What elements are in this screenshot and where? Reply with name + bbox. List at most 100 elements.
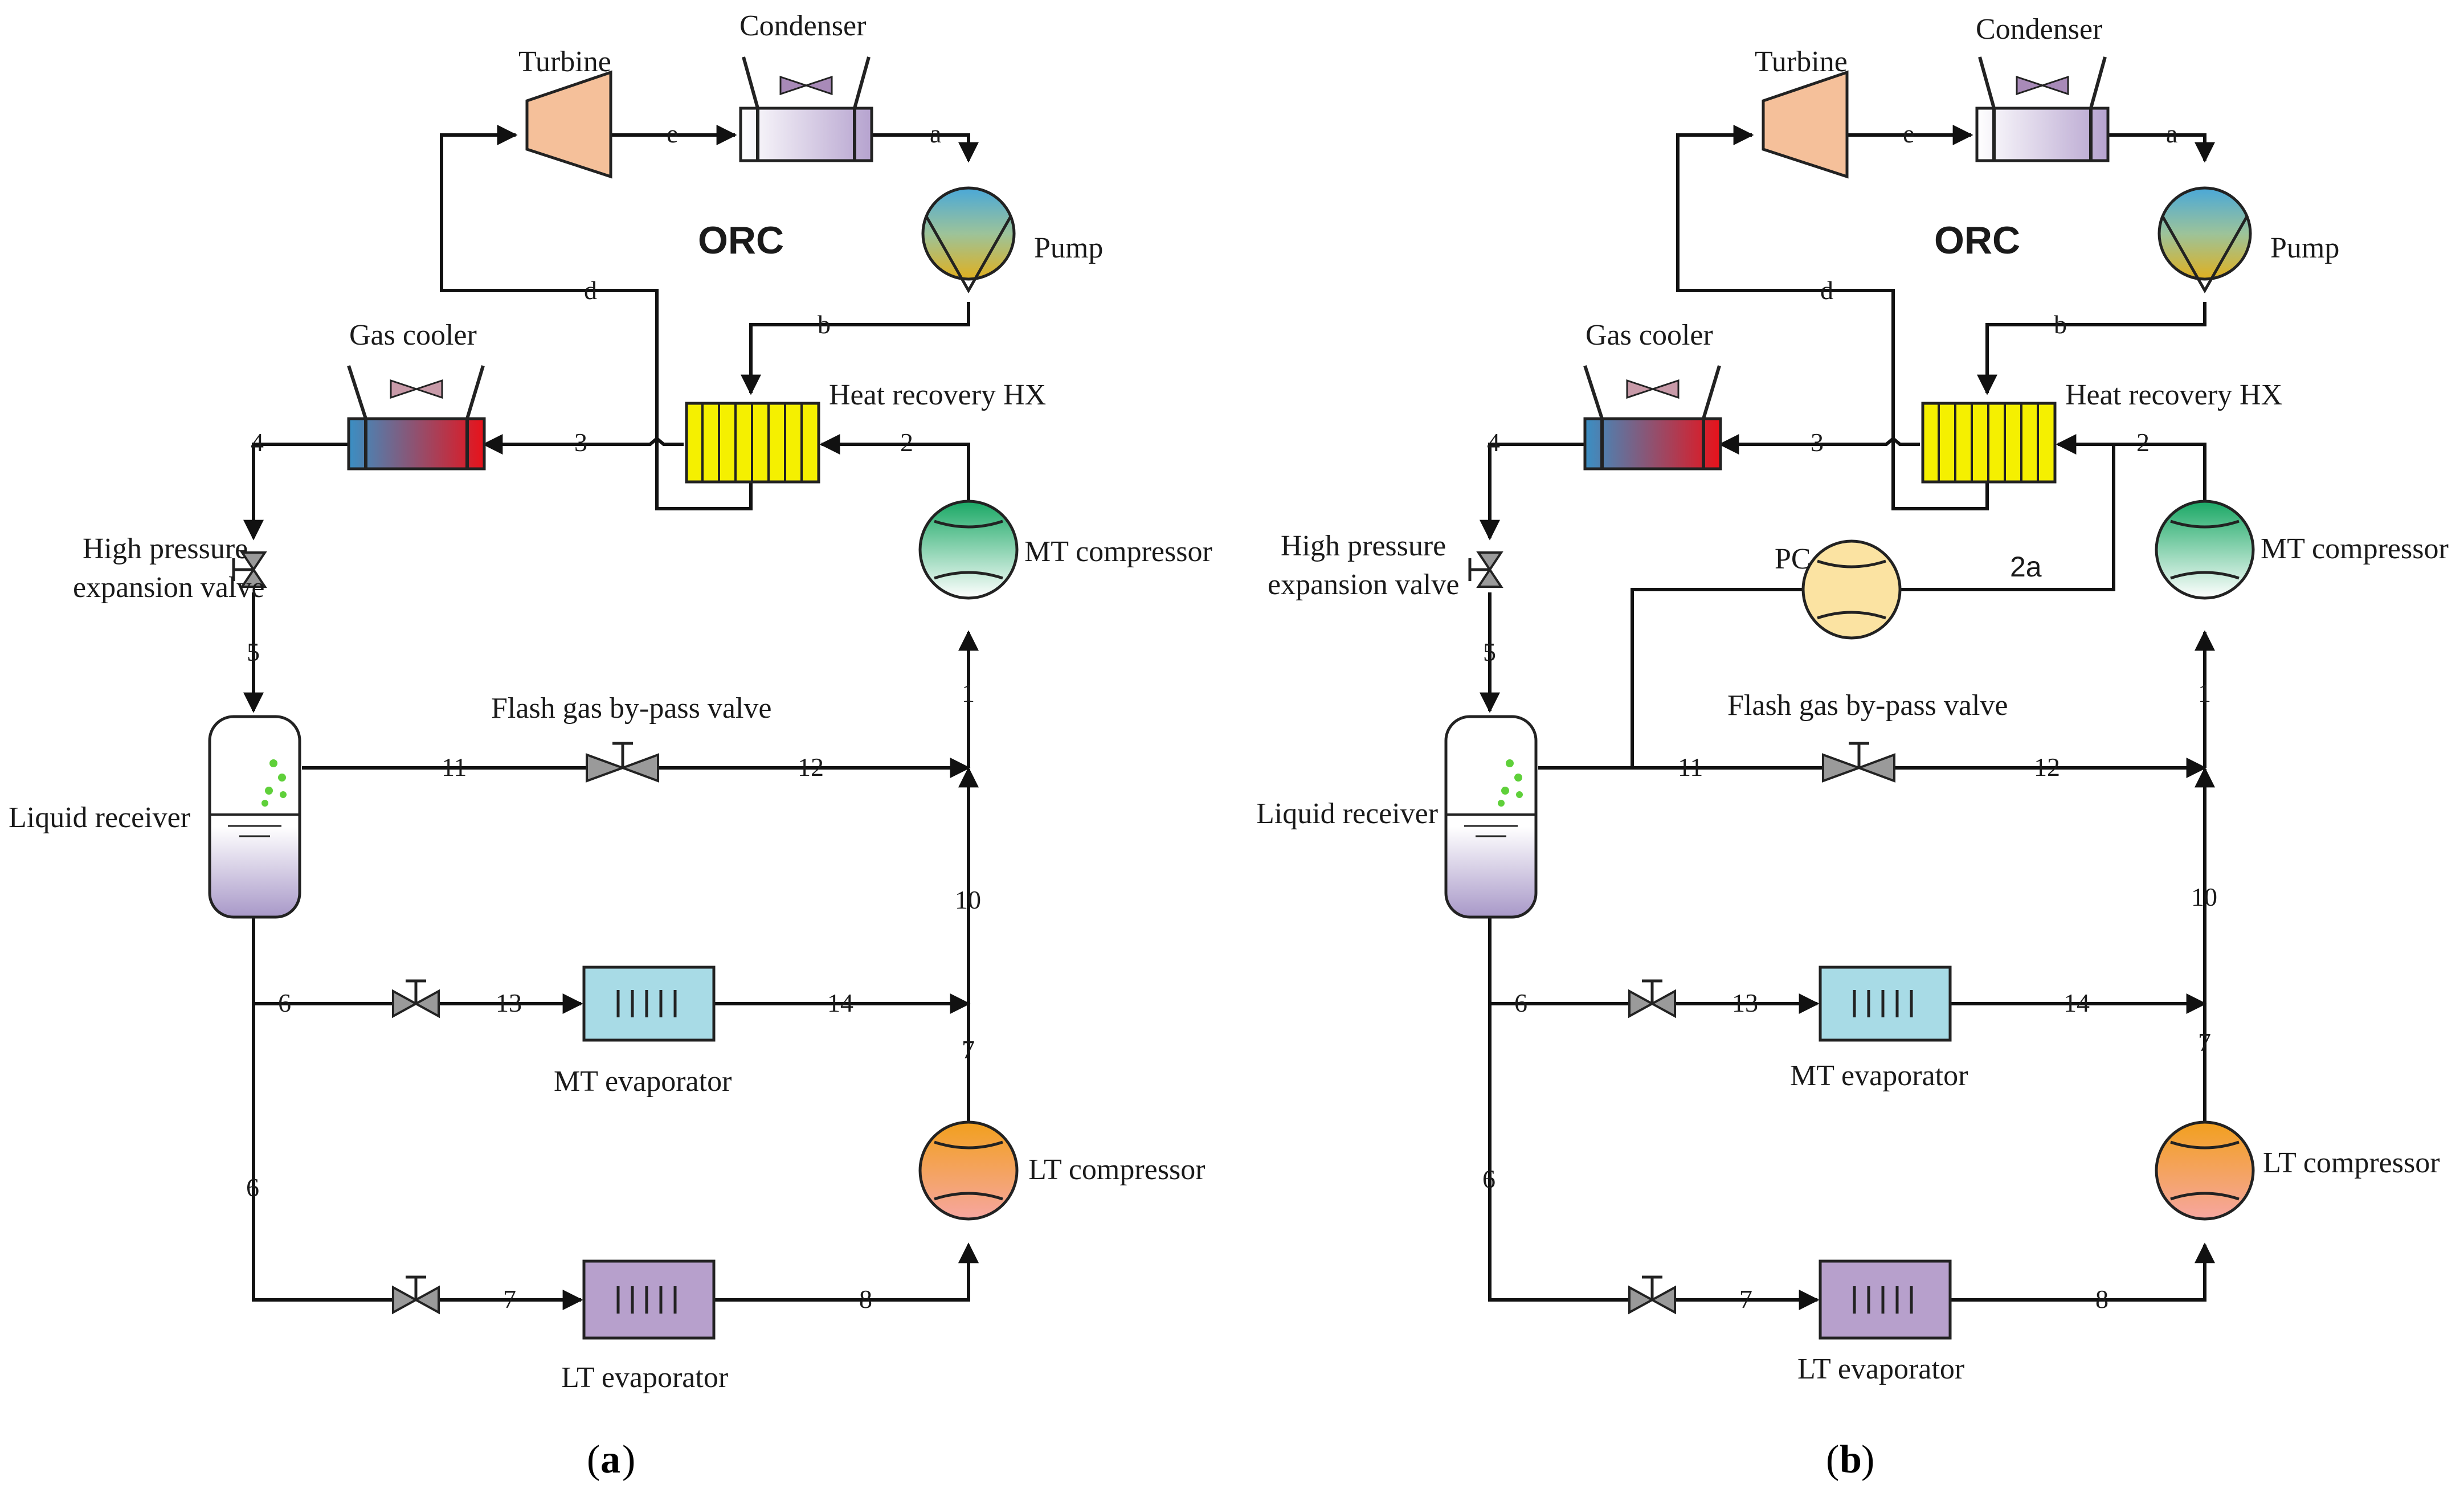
liquid-receiver <box>208 715 301 919</box>
mt-evaporator-label: MT evaporator <box>554 1065 732 1098</box>
state-e: e <box>1903 119 1914 148</box>
liquid-receiver <box>1444 715 1538 919</box>
state-e: e <box>667 119 678 148</box>
pipe-a <box>2108 133 2215 163</box>
valve-icon <box>1628 1275 1676 1315</box>
compressor-icon <box>1801 539 1902 640</box>
hp-valve-label-1: High pressure <box>1281 530 1446 562</box>
compressor-icon <box>918 500 1019 600</box>
condenser <box>1975 56 2110 162</box>
pipe-4 <box>243 443 349 541</box>
state-2: 2 <box>900 428 913 457</box>
pump-label: Pump <box>2270 232 2339 264</box>
valve-icon <box>1628 979 1676 1018</box>
valve-icon <box>586 742 659 783</box>
caption-letter-b: b <box>1840 1438 1862 1482</box>
panel-a: Turbine Condenser Pump ORC Gas cooler He… <box>9 10 1212 1482</box>
state-14: 14 <box>827 988 853 1017</box>
pipe-3 <box>1718 434 1920 455</box>
turbine-label: Turbine <box>1755 46 1848 78</box>
state-11: 11 <box>1678 752 1703 782</box>
state-14: 14 <box>2063 988 2090 1017</box>
heat-recovery-hx-label: Heat recovery HX <box>2065 379 2282 411</box>
gas-cooler <box>347 365 486 471</box>
lt-evaporator <box>582 1259 716 1340</box>
state-a: a <box>930 119 941 148</box>
gas-cooler-label: Gas cooler <box>1586 319 1713 351</box>
gas-cooler <box>1583 365 1722 471</box>
heat-exchanger-icon <box>1921 402 2057 484</box>
svg-text:): ) <box>1861 1438 1874 1482</box>
valve-icon <box>392 1275 440 1315</box>
state-7-lt: 7 <box>1739 1285 1752 1314</box>
state-d: d <box>584 276 597 305</box>
state-12: 12 <box>2034 752 2060 782</box>
mt-compressor-label: MT compressor <box>1024 535 1212 568</box>
state-2a: 2a <box>2010 551 2042 583</box>
state-1: 1 <box>2198 678 2211 707</box>
state-13: 13 <box>496 988 522 1017</box>
valve-icon <box>392 979 440 1018</box>
state-13: 13 <box>1732 988 1758 1017</box>
pipe-6-lt <box>252 917 393 1302</box>
hp-valve-label-1: High pressure <box>83 533 248 565</box>
fan-icon <box>779 75 833 96</box>
pump-icon <box>921 186 1016 294</box>
pipe-4 <box>1480 443 1585 541</box>
pipe-b <box>1977 302 2206 395</box>
orc-label: ORC <box>698 219 784 262</box>
pipe-a <box>872 133 979 163</box>
turbine-icon <box>525 70 612 179</box>
state-3: 3 <box>574 428 587 457</box>
state-2: 2 <box>2136 428 2150 457</box>
state-8: 8 <box>2095 1285 2109 1314</box>
pump-label: Pump <box>1034 232 1103 264</box>
caption-b: ( b ) <box>1826 1438 1874 1482</box>
state-7-riser: 7 <box>2198 1028 2211 1057</box>
pc-label: PC <box>1775 543 1811 575</box>
pipe-pc-in <box>1631 588 1803 768</box>
state-3: 3 <box>1811 428 1824 457</box>
svg-text:): ) <box>622 1438 635 1482</box>
lt-compressor-label: LT compressor <box>1028 1153 1206 1186</box>
fan-icon <box>1626 379 1680 399</box>
lt-evaporator <box>1819 1259 1952 1340</box>
valve-icon <box>1822 742 1895 783</box>
compressor-icon <box>2155 500 2255 600</box>
svg-text:(: ( <box>587 1438 600 1482</box>
state-7-lt: 7 <box>503 1285 516 1314</box>
state-a: a <box>2166 119 2177 148</box>
mt-evaporator-label: MT evaporator <box>1790 1060 1968 1092</box>
turbine-label: Turbine <box>518 46 611 78</box>
compressor-icon <box>918 1120 1019 1221</box>
liquid-receiver-label: Liquid receiver <box>1256 797 1438 830</box>
hp-valve-label-2: expansion valve <box>73 571 264 604</box>
panel-b: Turbine Condenser Pump ORC Gas cooler He… <box>1256 13 2449 1482</box>
svg-text:(: ( <box>1826 1438 1839 1482</box>
state-4: 4 <box>251 428 264 457</box>
pipe-2a <box>1900 444 2115 591</box>
pipe-6-lt <box>1488 917 1629 1302</box>
condenser-label: Condenser <box>739 10 866 42</box>
flash-gas-valve-label: Flash gas by-pass valve <box>491 692 771 725</box>
state-5: 5 <box>1483 637 1496 666</box>
flash-gas-valve-label: Flash gas by-pass valve <box>1727 689 2008 722</box>
state-10: 10 <box>2191 882 2217 911</box>
state-12: 12 <box>798 752 824 782</box>
state-1: 1 <box>962 678 975 707</box>
lt-compressor-label: LT compressor <box>2263 1147 2440 1179</box>
fan-icon <box>2016 75 2069 96</box>
orc-label: ORC <box>1934 219 2020 262</box>
lt-evaporator-label: LT evaporator <box>561 1361 728 1394</box>
state-6-lt: 6 <box>1482 1164 1495 1193</box>
compressor-icon <box>2155 1120 2255 1221</box>
state-6-lt: 6 <box>246 1173 259 1202</box>
lt-evaporator-label: LT evaporator <box>1797 1353 1964 1385</box>
state-d: d <box>1820 276 1833 305</box>
pipe-8 <box>715 1242 979 1302</box>
fan-icon <box>390 379 443 399</box>
state-6-mt: 6 <box>1514 988 1527 1017</box>
valve-icon <box>1468 551 1503 588</box>
pipes <box>1480 125 2215 1310</box>
